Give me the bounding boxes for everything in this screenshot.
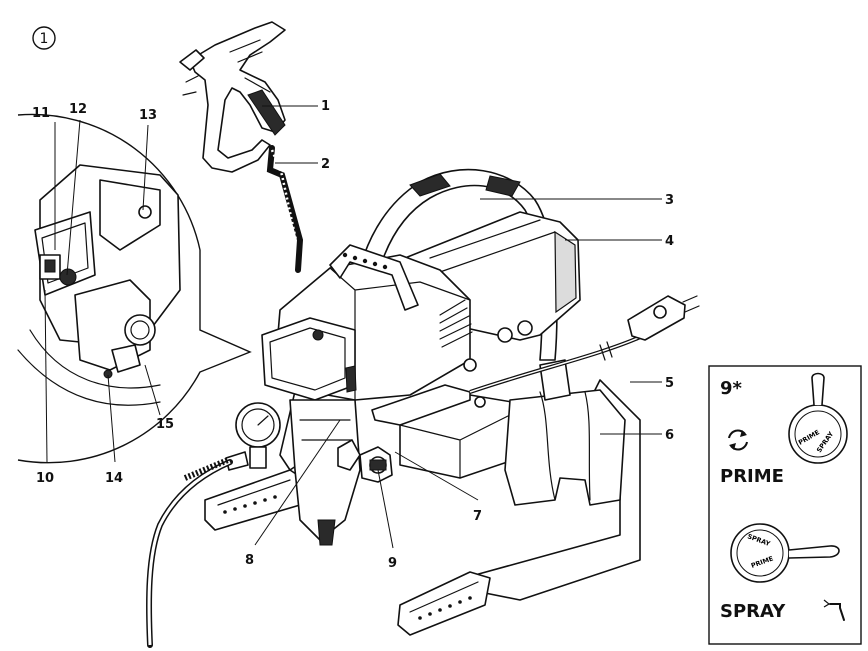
figure-number: 1 bbox=[40, 31, 49, 47]
callout-7: 7 bbox=[473, 509, 482, 524]
rotate-arrows-icon bbox=[728, 429, 748, 451]
callout-13: 13 bbox=[139, 108, 157, 123]
power-plug bbox=[627, 295, 700, 341]
front-left-foot bbox=[204, 469, 306, 531]
leader-lines bbox=[44, 105, 662, 549]
callout-8: 8 bbox=[245, 553, 254, 568]
callout-3: 3 bbox=[665, 193, 674, 208]
spray-gun-illustration bbox=[179, 21, 304, 273]
callout-6: 6 bbox=[665, 428, 674, 443]
callout-2: 2 bbox=[321, 157, 330, 172]
callout-15: 15 bbox=[156, 417, 174, 432]
callout-14: 14 bbox=[105, 471, 123, 486]
sprayer-main-unit bbox=[146, 168, 700, 648]
pressure-gauge bbox=[235, 402, 281, 469]
inset-callout: 9* bbox=[720, 378, 743, 399]
callout-labels: 1 2 3 4 5 6 7 8 9 10 11 12 13 14 15 bbox=[32, 99, 674, 571]
rear-right-foot bbox=[397, 571, 491, 636]
spray-label: SPRAY bbox=[720, 601, 786, 622]
spray-key: SPRAY PRIME bbox=[730, 523, 840, 583]
callout-12: 12 bbox=[69, 102, 87, 117]
callout-9: 9 bbox=[388, 556, 397, 571]
callout-4: 4 bbox=[665, 234, 674, 249]
prime-key: PRIME SPRAY bbox=[788, 372, 848, 464]
callout-5: 5 bbox=[665, 376, 674, 391]
spray-gun-icon bbox=[823, 599, 845, 621]
figure-number-badge: 1 bbox=[32, 26, 56, 50]
callout-11: 11 bbox=[32, 106, 50, 121]
detail-inset-circle bbox=[17, 113, 252, 464]
callout-1: 1 bbox=[321, 99, 330, 114]
prime-label: PRIME bbox=[720, 466, 784, 487]
callout-10: 10 bbox=[36, 471, 54, 486]
prime-spray-key-panel: 9* PRIME SPRAY PRIME SPRAY PRIME SPRAY bbox=[708, 365, 862, 645]
